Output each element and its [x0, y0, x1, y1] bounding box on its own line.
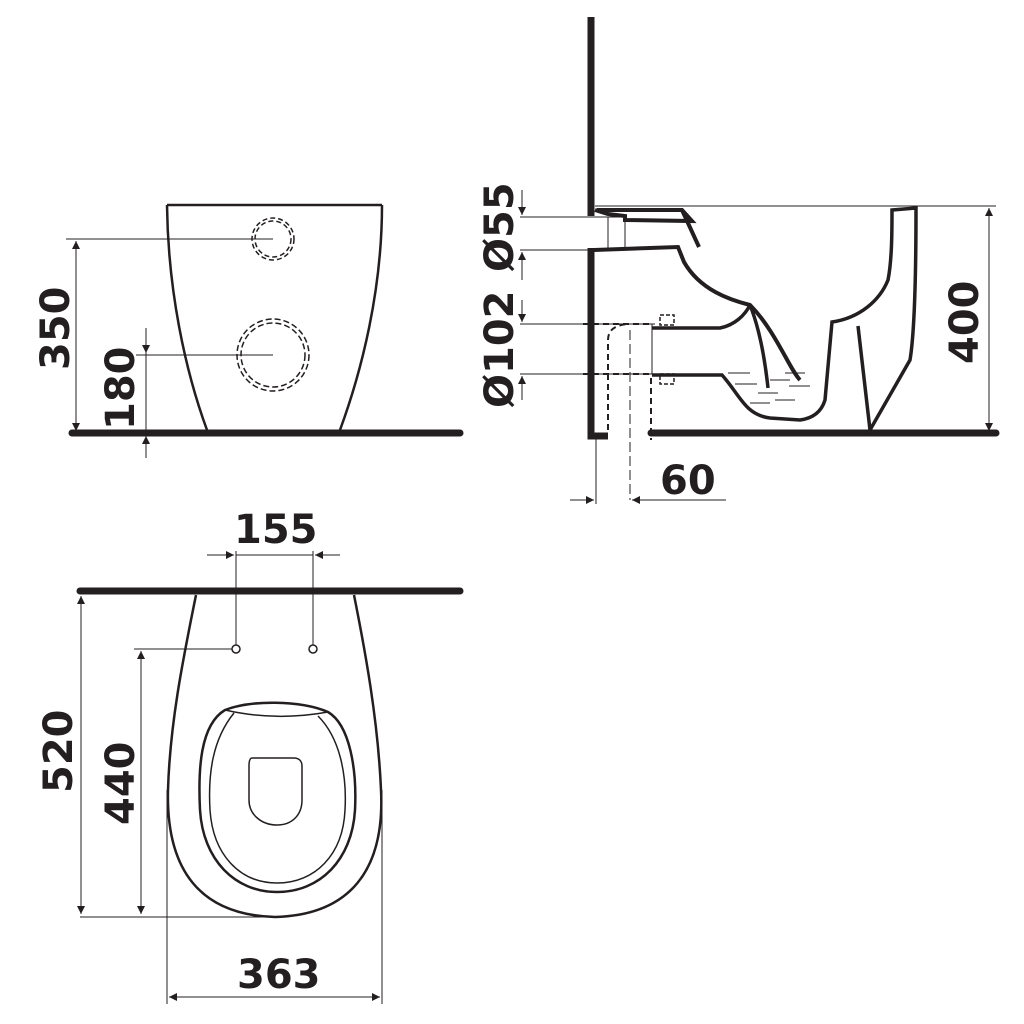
bowl-side-outline	[652, 206, 918, 436]
side-view	[518, 17, 1000, 504]
bowl-top-outline	[166, 594, 383, 919]
dim-102-label: Ø102	[477, 291, 523, 409]
dim-520-label: 520	[36, 710, 82, 794]
bowl-front-outline	[165, 203, 384, 431]
dim-440-label: 440	[98, 742, 144, 826]
water-level-lines	[728, 372, 810, 404]
dim-55-label: Ø55	[477, 182, 523, 272]
dim-350-label: 350	[33, 287, 79, 371]
dim-400-label: 400	[942, 281, 988, 365]
drain-outline	[248, 757, 303, 826]
dim-60-label: 60	[660, 458, 716, 504]
top-view	[76, 551, 464, 1004]
dim-180-label: 180	[98, 347, 144, 431]
front-view	[66, 203, 464, 458]
bolt-hole-left	[231, 644, 241, 654]
bolt-hole-right	[308, 644, 318, 654]
dim-363-label: 363	[237, 952, 321, 998]
dim-155-label: 155	[234, 507, 318, 553]
